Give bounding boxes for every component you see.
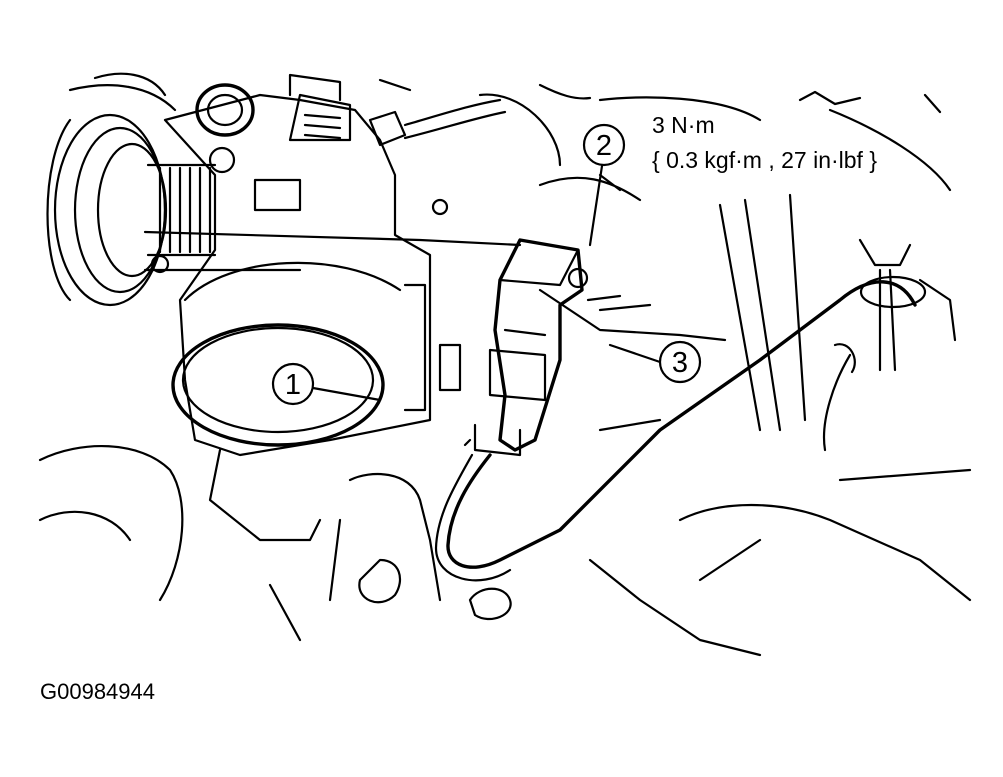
wire-harness bbox=[434, 280, 917, 582]
callout-3: 3 bbox=[608, 340, 702, 384]
throttle-body bbox=[143, 93, 522, 457]
torque-spec-secondary: { 0.3 kgf·m , 27 in·lbf } bbox=[652, 147, 878, 173]
throttle-position-sensor bbox=[438, 238, 589, 457]
top-sensor-block bbox=[195, 73, 562, 174]
callout-1-label: 1 bbox=[285, 369, 301, 401]
pulley-assembly bbox=[46, 113, 217, 307]
figure-id: G00984944 bbox=[40, 679, 155, 704]
callout-2-label: 2 bbox=[596, 130, 612, 162]
right-side-components bbox=[538, 173, 957, 452]
engine-outline-bottom bbox=[38, 418, 972, 657]
engine-outline-top bbox=[68, 72, 952, 192]
torque-spec-primary: 3 N·m bbox=[652, 112, 715, 138]
throttle-body-illustration: 1 2 3 bbox=[38, 72, 972, 657]
callout-1: 1 bbox=[271, 362, 382, 406]
callout-3-label: 3 bbox=[672, 347, 688, 379]
callout-2: 2 bbox=[582, 123, 626, 247]
